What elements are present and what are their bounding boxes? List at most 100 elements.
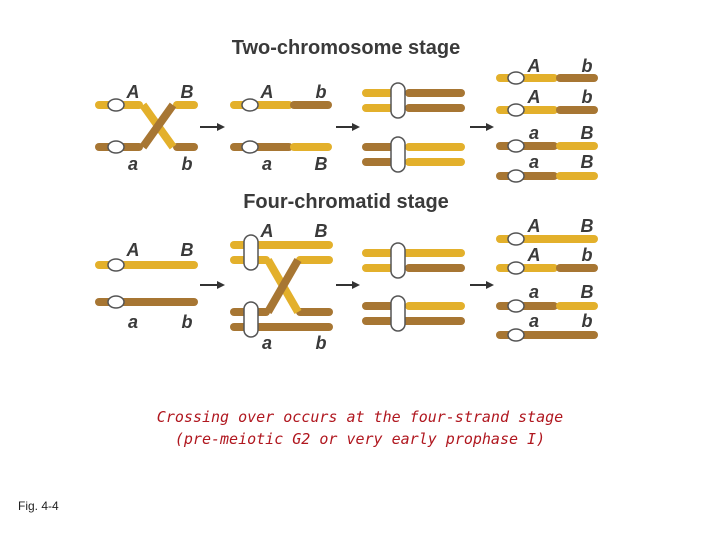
centromere [507, 103, 525, 117]
arrow-icon [470, 123, 494, 131]
gene-label: A [260, 82, 274, 102]
gene-label: a [529, 311, 539, 331]
chromosome-segment [362, 317, 465, 325]
gene-label: b [582, 245, 593, 265]
gene-label: b [316, 82, 327, 102]
chromosome-segment [405, 89, 465, 97]
chromosome-bottom-dark [230, 143, 293, 151]
gene-label: B [181, 82, 194, 102]
arrow-icon [200, 123, 225, 131]
chromosome-top-dark [290, 101, 332, 109]
chromosome-segment [486, 123, 494, 131]
chromosome-segment [296, 308, 333, 316]
arrow-icon [336, 281, 360, 289]
gene-label: b [316, 333, 327, 353]
gene-label: B [181, 240, 194, 260]
stage2-panel1-parental-chromosomes: A B a b [95, 240, 198, 332]
centromere [107, 295, 125, 309]
gene-label: A [126, 82, 140, 102]
chromosome-segment [556, 264, 598, 272]
chromosome-segment [296, 256, 333, 264]
chromosome-top-right-arm [173, 101, 198, 109]
chromosome-segment [217, 281, 225, 289]
gene-label: b [182, 154, 193, 174]
crossover-strand-dark [139, 102, 177, 150]
gene-label: A [527, 87, 541, 107]
stage1-panel2-recombinant-chromosomes: A b a B [230, 82, 332, 174]
chromosome-segment [405, 264, 465, 272]
gene-label: A [527, 216, 541, 236]
chromosome-segment [496, 106, 558, 114]
centromere [507, 299, 525, 313]
gene-label: b [582, 87, 593, 107]
chromosome-segment [486, 281, 494, 289]
centromere [107, 258, 125, 272]
centromere [507, 169, 525, 183]
gene-label: A [126, 240, 140, 260]
gene-label: B [581, 123, 594, 143]
gene-label: A [527, 56, 541, 76]
arrow-icon [470, 281, 494, 289]
centromere [507, 328, 525, 342]
crossover-strand-dark [264, 258, 302, 314]
gene-label: a [262, 154, 272, 174]
caption-line-1: Crossing over occurs at the four-strand … [156, 408, 564, 426]
centromere [243, 234, 259, 271]
gene-label: a [529, 123, 539, 143]
gene-label: a [128, 312, 138, 332]
gene-label: a [529, 152, 539, 172]
centromere [507, 71, 525, 85]
centromere [390, 82, 406, 119]
chromosome-segment [405, 104, 465, 112]
gene-label: a [262, 333, 272, 353]
arrow-icon [336, 123, 360, 131]
centromere [507, 232, 525, 246]
chromosome-segment [556, 172, 598, 180]
chromosome-segment [556, 142, 598, 150]
centromere [507, 261, 525, 275]
chromosome-segment [217, 123, 225, 131]
chromosome-segment [496, 302, 558, 310]
stage2-panel3-separated-chromatids [362, 242, 465, 332]
four-chromatid-stage-title: Four-chromatid stage [243, 191, 449, 213]
chromosome-segment [362, 249, 465, 257]
gene-label: B [581, 216, 594, 236]
chromosome-segment [556, 74, 598, 82]
gene-label: B [315, 221, 328, 241]
centromere [390, 136, 406, 173]
stage2-panel2-chromatid-crossover: A B a b [230, 221, 333, 353]
centromere [243, 301, 259, 338]
centromere [241, 98, 259, 112]
gene-label: A [260, 221, 274, 241]
stage2-panel4-gametes: A B A b a B a b [496, 216, 598, 342]
gene-label: b [182, 312, 193, 332]
chromosome-segment [556, 302, 598, 310]
centromere [107, 98, 125, 112]
stage1-panel3-replicated-chromosomes [362, 82, 465, 173]
arrow-icon [200, 281, 225, 289]
centromere [107, 140, 125, 154]
gene-label: a [128, 154, 138, 174]
chromosome-top-light [230, 101, 293, 109]
gene-label: A [527, 245, 541, 265]
chromosome-segment [405, 158, 465, 166]
chromosome-segment [496, 172, 558, 180]
stage1-panel4-gametes: A b A b a B a B [496, 56, 598, 183]
centromere [390, 242, 406, 279]
chromosome-segment [352, 123, 360, 131]
gene-label: a [529, 282, 539, 302]
caption-line-2: (pre-meiotic G2 or very early prophase I… [174, 430, 546, 448]
stage1-panel1-parental-chromosomes: A B a b [95, 82, 198, 174]
gene-label: b [582, 56, 593, 76]
centromere [241, 140, 259, 154]
chromosome-segment [352, 281, 360, 289]
gene-label: B [581, 152, 594, 172]
chromosome-segment [496, 264, 558, 272]
centromere [507, 139, 525, 153]
centromere [390, 295, 406, 332]
chromosome-segment [405, 143, 465, 151]
chromosome-segment [405, 302, 465, 310]
gene-label: B [581, 282, 594, 302]
gene-label: b [582, 311, 593, 331]
